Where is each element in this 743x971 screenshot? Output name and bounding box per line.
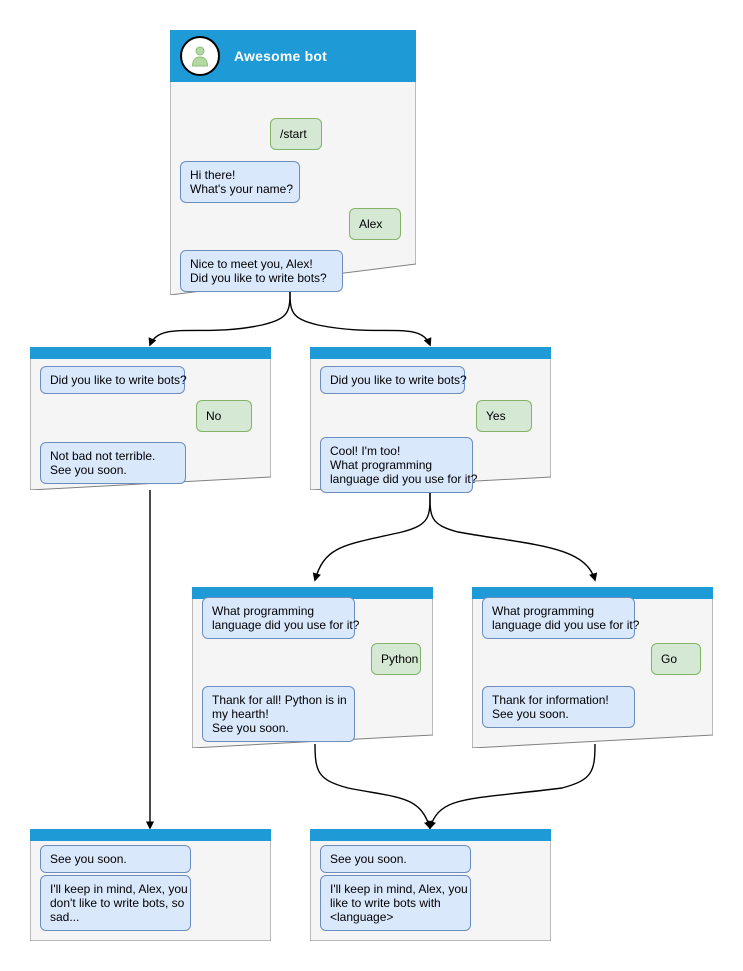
bot-message-bubble: See you soon. bbox=[40, 845, 191, 873]
chat-card-end-happy[interactable]: See you soon. I'll keep in mind, Alex, y… bbox=[310, 829, 551, 941]
user-message-bubble: Go bbox=[651, 643, 701, 675]
chat-card-answer-yes[interactable]: Did you like to write bots? Yes Cool! I'… bbox=[310, 347, 551, 493]
bot-name-label: Awesome bot bbox=[234, 48, 327, 64]
bot-message-bubble: Did you like to write bots? bbox=[320, 366, 467, 394]
bot-message-bubble: Did you like to write bots? bbox=[40, 366, 187, 394]
user-message-bubble: Yes bbox=[476, 400, 532, 432]
person-avatar-icon bbox=[180, 36, 220, 76]
card-header-bar bbox=[192, 587, 433, 599]
card-header-bar bbox=[310, 829, 551, 841]
chat-area-root: /start Hi there! What's your name? Alex … bbox=[170, 82, 416, 295]
bot-message-bubble: I'll keep in mind, Alex, you like to wri… bbox=[320, 875, 471, 931]
user-message-bubble: Python bbox=[371, 643, 421, 675]
card-header-root: Awesome bot bbox=[170, 30, 416, 82]
connector-python-to-end-happy bbox=[314, 743, 433, 830]
card-header-bar bbox=[30, 347, 271, 359]
connector-yes-to-python bbox=[312, 486, 431, 582]
connector-yes-to-go bbox=[429, 486, 598, 582]
connector-root-to-yes bbox=[289, 282, 432, 347]
bot-message-bubble: See you soon. bbox=[320, 845, 471, 873]
chat-card-answer-go[interactable]: What programming language did you use fo… bbox=[472, 587, 713, 748]
bot-message-bubble: Nice to meet you, Alex! Did you like to … bbox=[180, 250, 343, 292]
chat-card-root[interactable]: Awesome bot /start Hi there! What's your… bbox=[170, 30, 416, 295]
user-message-bubble: Alex bbox=[349, 208, 401, 240]
card-header-bar bbox=[472, 587, 713, 599]
user-message-bubble: No bbox=[196, 400, 252, 432]
bot-message-bubble: What programming language did you use fo… bbox=[202, 597, 359, 639]
user-message-bubble: /start bbox=[270, 118, 322, 150]
bot-message-bubble: Hi there! What's your name? bbox=[180, 161, 300, 203]
bot-message-bubble: What programming language did you use fo… bbox=[482, 597, 639, 639]
bot-message-bubble: I'll keep in mind, Alex, you don't like … bbox=[40, 875, 191, 931]
bot-message-bubble: Thank for all! Python is in my hearth! S… bbox=[202, 686, 355, 742]
bot-message-bubble: Cool! I'm too! What programming language… bbox=[320, 437, 477, 493]
card-header-bar bbox=[30, 829, 271, 841]
bot-message-bubble: Thank for information! See you soon. bbox=[482, 686, 635, 728]
connector-root-to-no bbox=[148, 282, 291, 347]
chat-card-answer-no[interactable]: Did you like to write bots? No Not bad n… bbox=[30, 347, 271, 490]
chat-card-answer-python[interactable]: What programming language did you use fo… bbox=[192, 587, 433, 748]
bot-message-bubble: Not bad not terrible. See you soon. bbox=[40, 442, 186, 484]
chat-card-end-sad[interactable]: See you soon. I'll keep in mind, Alex, y… bbox=[30, 829, 271, 941]
card-header-bar bbox=[310, 347, 551, 359]
connector-go-to-end-happy bbox=[427, 743, 596, 830]
